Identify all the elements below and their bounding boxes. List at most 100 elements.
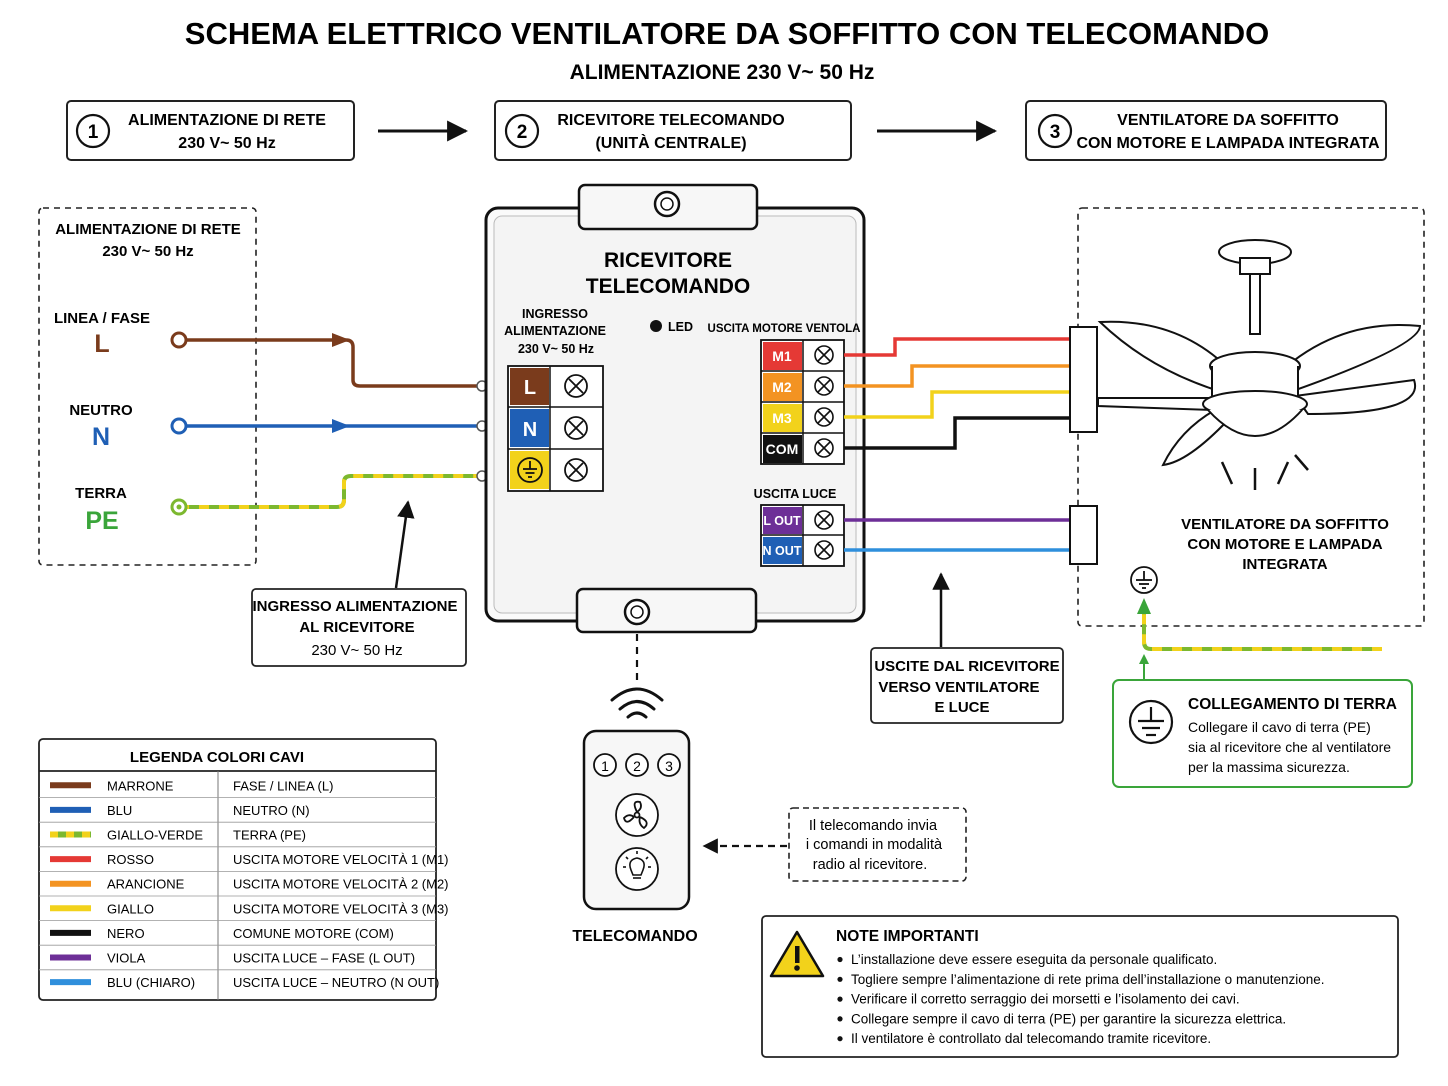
step-3-number: 3 (1050, 122, 1061, 143)
remote-note-box: Il telecomando invia i comandi in modali… (788, 807, 967, 882)
diagram-title: SCHEMA ELETTRICO VENTILATORE DA SOFFITTO… (185, 16, 1269, 51)
terminal-L: L (524, 377, 536, 399)
important-notes-box: NOTE IMPORTANTI L’installazione deve ess… (761, 915, 1399, 1058)
callout-outputs-line3: E LUCE (934, 699, 989, 716)
diagram-subtitle: ALIMENTAZIONE 230 V~ 50 Hz (570, 61, 875, 84)
legend-color-meaning: USCITA MOTORE VELOCITÀ 1 (M1) (233, 852, 449, 867)
output-wires (844, 332, 1090, 557)
legend-color-name: MARRONE (107, 778, 174, 793)
remote-button-1-label: 1 (601, 758, 609, 774)
wire-m3-yellow (844, 390, 1078, 419)
legend-color-name: GIALLO-VERDE (107, 828, 203, 843)
warning-icon (769, 930, 825, 978)
legend-color-meaning: USCITA MOTORE VELOCITÀ 2 (M2) (233, 877, 449, 892)
line-symbol: L (94, 330, 109, 358)
mains-header-2: 230 V~ 50 Hz (102, 243, 193, 260)
neutral-symbol: N (92, 423, 110, 451)
light-bulb-icon (623, 851, 651, 879)
receiver-title-1: RICEVITORE (604, 249, 732, 272)
receiver-title-2: TELECOMANDO (586, 275, 751, 298)
legend-color-name: ROSSO (107, 852, 154, 867)
motor-output-label: USCITA MOTORE VENTOLA (708, 323, 861, 335)
input-wires (170, 331, 488, 516)
fan-earth-icon (1130, 566, 1158, 594)
note-bullet (837, 956, 843, 963)
wire-com-black (844, 416, 1078, 450)
callout-input-line2: AL RICEVITORE (299, 619, 414, 636)
step-1-box: 1 ALIMENTAZIONE DI RETE 230 V~ 50 Hz (66, 100, 355, 161)
terminal-N: N (523, 419, 537, 441)
note-bullet (837, 976, 843, 982)
remote-button-3-label: 3 (665, 758, 673, 774)
legend-color-name: BLU (CHIARO) (107, 975, 195, 990)
remote-label: TELECOMANDO (572, 928, 697, 945)
note-bullet (837, 996, 843, 1002)
screw-icon (814, 540, 834, 560)
terminal-M1: M1 (772, 348, 792, 364)
step-2-line1: RICEVITORE TELECOMANDO (557, 112, 784, 129)
earth-box-title: COLLEGAMENTO DI TERRA (1188, 696, 1397, 713)
legend-color-meaning: COMUNE MOTORE (COM) (233, 926, 394, 941)
note-item: Collegare sempre il cavo di terra (PE) p… (851, 1011, 1286, 1026)
legend-color-name: ARANCIONE (107, 877, 185, 892)
receiver-unit: RICEVITORE TELECOMANDO INGRESSO ALIMENTA… (484, 183, 866, 634)
step-3-line2: CON MOTORE E LAMPADA INTEGRATA (1076, 135, 1380, 152)
mains-supply-box: ALIMENTAZIONE DI RETE 230 V~ 50 Hz LINEA… (38, 207, 257, 566)
note-item: L’installazione deve essere eseguita da … (851, 952, 1217, 967)
terminal-N-OUT: N OUT (763, 544, 802, 558)
fan-label-3: INTEGRATA (1242, 556, 1327, 573)
legend-color-name: NERO (107, 926, 145, 941)
screw-icon (814, 438, 834, 458)
legend-color-meaning: TERRA (PE) (233, 828, 306, 843)
callout-outputs-line1: USCITE DAL RICEVITORE (874, 658, 1059, 675)
remote-button-1[interactable] (593, 753, 617, 777)
screw-icon (564, 416, 588, 440)
earth-box-line2: sia al ricevitore che al ventilatore (1188, 739, 1391, 755)
remote-button-3[interactable] (657, 753, 681, 777)
terminal-M3: M3 (772, 410, 792, 426)
wire-earth-yellow-green (179, 474, 480, 509)
note-bullet (837, 1016, 843, 1022)
wifi-signal-icon (610, 687, 664, 719)
step-2-box: 2 RICEVITORE TELECOMANDO (UNITÀ CENTRALE… (494, 100, 852, 161)
legend-color-meaning: NEUTRO (N) (233, 803, 310, 818)
screw-icon (814, 407, 834, 427)
callout-input-box: INGRESSO ALIMENTAZIONE AL RICEVITORE 230… (251, 588, 467, 667)
note-item: Il ventilatore è controllato dal telecom… (851, 1031, 1211, 1046)
legend-color-name: VIOLA (107, 951, 146, 966)
terminal-L-OUT: L OUT (763, 514, 801, 528)
terminal-M2: M2 (772, 379, 792, 395)
earth-symbol: PE (85, 507, 118, 535)
earth-icon (1128, 699, 1174, 745)
earth-label: TERRA (75, 485, 127, 502)
ceiling-fan-icon (1097, 239, 1422, 490)
legend-color-meaning: USCITA MOTORE VELOCITÀ 3 (M3) (233, 901, 449, 916)
step-1-line1: ALIMENTAZIONE DI RETE (128, 112, 326, 129)
fan-earth-wire (1137, 598, 1382, 680)
step-2-number: 2 (517, 122, 528, 143)
callout-outputs-box: USCITE DAL RICEVITORE VERSO VENTILATORE … (870, 647, 1064, 724)
light-output-label: USCITA LUCE (754, 487, 837, 501)
fan-label-1: VENTILATORE DA SOFFITTO (1181, 516, 1389, 533)
receiver-bottom-bracket (575, 587, 758, 634)
step-1-number: 1 (88, 122, 99, 143)
fan-box: VENTILATORE DA SOFFITTO CON MOTORE E LAM… (1069, 207, 1425, 627)
mains-header-1: ALIMENTAZIONE DI RETE (55, 221, 241, 238)
legend-color-meaning: USCITA LUCE – NEUTRO (N OUT) (233, 975, 439, 990)
callout-outputs-line2: VERSO VENTILATORE (878, 679, 1039, 696)
remote-note-line2: i comandi in modalità (806, 837, 943, 853)
legend-color-meaning: USCITA LUCE – FASE (L OUT) (233, 951, 415, 966)
screw-icon (814, 510, 834, 530)
wire-m2-orange (844, 364, 1078, 388)
light-button[interactable] (615, 847, 659, 891)
earth-connection-box: COLLEGAMENTO DI TERRA Collegare il cavo … (1112, 679, 1413, 788)
fan-light-connector (1069, 505, 1098, 565)
earth-box-line1: Collegare il cavo di terra (PE) (1188, 719, 1371, 735)
wire-m1-red (844, 337, 1078, 357)
remote-button-2-label: 2 (633, 758, 641, 774)
fan-button[interactable] (615, 793, 659, 837)
fan-icon (623, 800, 648, 830)
remote-button-2[interactable] (625, 753, 649, 777)
remote-note-line3: radio al ricevitore. (813, 857, 927, 873)
light-terminal-block: L OUT N OUT (760, 504, 845, 567)
